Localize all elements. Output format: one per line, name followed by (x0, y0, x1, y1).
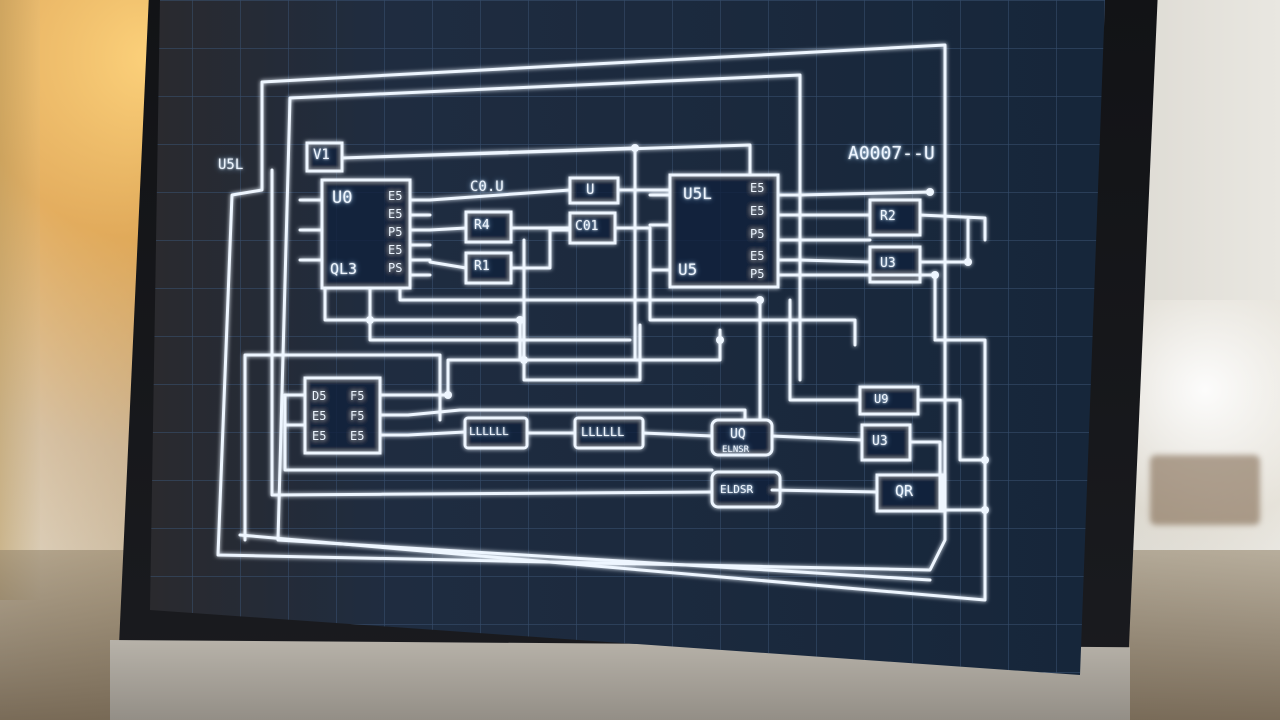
bus-label: ELDSR (720, 483, 754, 496)
bus-label: LLLLLL (469, 425, 509, 438)
svg-text:P5: P5 (750, 227, 764, 241)
svg-text:P5: P5 (750, 267, 764, 281)
chip-b-label-bottom: U5 (678, 260, 698, 279)
outer-trace (216, 43, 947, 572)
component-label: C01 (575, 219, 599, 234)
bus-label: UQ (730, 427, 746, 442)
svg-text:E5: E5 (312, 429, 326, 443)
component-box (858, 385, 920, 416)
bus-label: ELNSR (722, 445, 750, 455)
schematic-title-label: A0007--U (848, 143, 935, 164)
trace (522, 238, 642, 382)
svg-text:E5: E5 (350, 429, 364, 443)
chip-b (668, 173, 780, 289)
svg-text:E5: E5 (312, 409, 326, 423)
svg-text:E5: E5 (388, 189, 402, 203)
trace (323, 286, 762, 422)
chip-c-pins (283, 393, 410, 437)
component-label: R2 (880, 209, 896, 224)
svg-text:P5: P5 (388, 225, 402, 239)
component-label: U3 (880, 256, 896, 271)
background-lamp (0, 0, 40, 600)
trace (798, 190, 937, 277)
trace (270, 168, 714, 497)
svg-text:F5: F5 (350, 409, 364, 423)
svg-text:E5: E5 (750, 181, 764, 195)
background-object (1150, 455, 1260, 525)
trace (525, 431, 879, 494)
bottom-trace (238, 338, 987, 602)
trace (613, 188, 857, 347)
inner-trace (276, 73, 932, 582)
component-label: U3 (872, 434, 888, 449)
svg-text:F5: F5 (350, 389, 364, 403)
chip-a (320, 178, 412, 290)
chip-a-pins (298, 198, 432, 277)
trace (788, 298, 862, 402)
trace (243, 353, 442, 542)
screen-grid (150, 0, 1105, 675)
svg-text:E5: E5 (388, 207, 402, 221)
component-label: R4 (474, 218, 490, 233)
trace (428, 188, 572, 270)
chip-a-label-top: U0 (332, 188, 353, 208)
component-box (875, 473, 944, 513)
trace (908, 398, 987, 512)
component-label: V1 (313, 147, 330, 163)
chip-a-label-bottom: QL3 (330, 260, 358, 278)
svg-text:D5: D5 (312, 389, 326, 403)
component-label: QR (895, 482, 914, 500)
svg-text:E5: E5 (388, 243, 402, 257)
chip-b-pins (648, 193, 802, 277)
svg-text:E5: E5 (750, 204, 764, 218)
component-label: U (586, 182, 595, 198)
component-label: U9 (874, 392, 889, 406)
chip-b-label-top: U5L (683, 184, 712, 203)
svg-text:PS: PS (388, 261, 402, 275)
component-box (868, 198, 922, 237)
junction-dots (366, 144, 989, 514)
chip-c (303, 376, 382, 455)
header-net-label: C0.U (470, 179, 504, 195)
svg-text:E5: E5 (750, 249, 764, 263)
component-label: R1 (474, 259, 490, 274)
component-box (860, 423, 912, 462)
trace (406, 328, 747, 437)
bus-label: LLLLLL (581, 425, 625, 439)
left-net-label: U5L (218, 157, 244, 173)
